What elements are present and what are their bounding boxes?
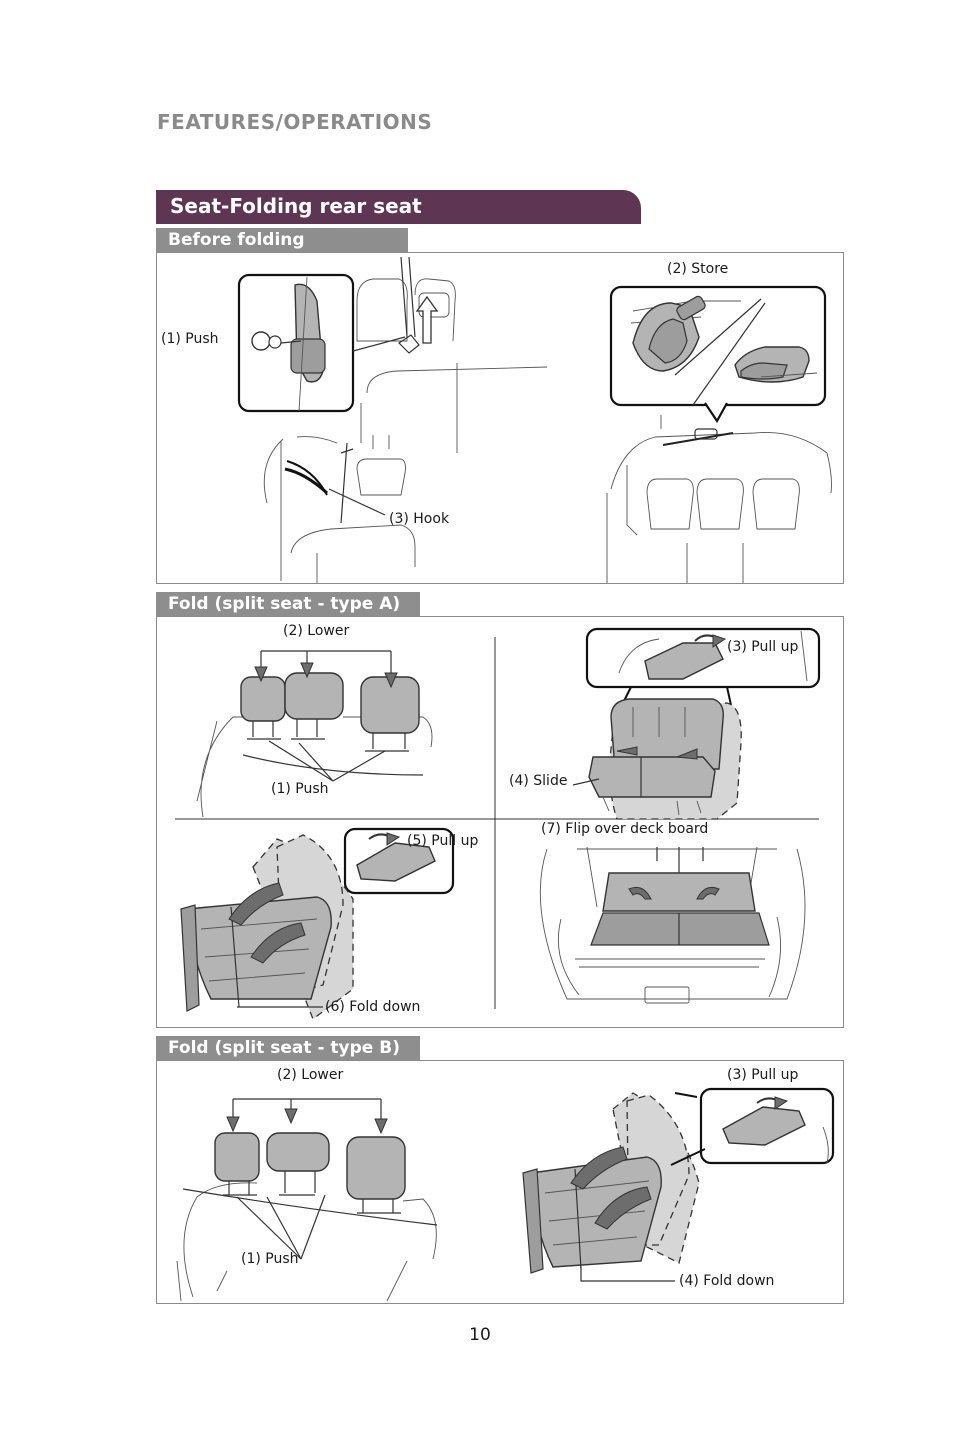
push-label: (1) Push — [161, 331, 219, 347]
type-b-heading: Fold (split seat - type B) — [168, 1038, 400, 1058]
type-a-flip-label: (7) Flip over deck board — [541, 821, 709, 837]
before-folding-heading-banner: Before folding — [156, 228, 408, 254]
type-b-push-label: (1) Push — [241, 1251, 299, 1267]
page-title-banner: Seat-Folding rear seat — [156, 190, 641, 224]
type-a-lower-label: (2) Lower — [283, 623, 350, 639]
type-a-heading: Fold (split seat - type A) — [168, 594, 401, 614]
type-b-lower-label: (2) Lower — [277, 1067, 344, 1083]
type-a-illustration — [175, 627, 821, 1021]
type-b-illustration — [176, 1087, 835, 1302]
type-a-heading-banner: Fold (split seat - type A) — [156, 592, 420, 618]
type-b-pull-up-label: (3) Pull up — [727, 1067, 799, 1083]
type-a-pull-up-5-label: (5) Pull up — [407, 833, 479, 849]
type-a-push-label: (1) Push — [271, 781, 329, 797]
before-folding-panel: (1) Push (2) Store (3) Hook — [156, 252, 844, 584]
type-b-panel: (2) Lower (1) Push (3) Pull up (4) Fold … — [156, 1060, 844, 1304]
type-a-fold-down-label: (6) Fold down — [325, 999, 421, 1015]
hook-label: (3) Hook — [389, 511, 450, 527]
type-a-panel: (2) Lower (1) Push (3) Pull up (4) Slide… — [156, 616, 844, 1028]
before-folding-illustration — [237, 256, 832, 583]
type-a-pull-up-3-label: (3) Pull up — [727, 639, 799, 655]
before-folding-heading: Before folding — [168, 230, 305, 250]
page-number: 10 — [469, 1325, 491, 1345]
type-b-fold-down-label: (4) Fold down — [679, 1273, 775, 1289]
type-a-slide-label: (4) Slide — [509, 773, 568, 789]
page-title: Seat-Folding rear seat — [170, 194, 422, 218]
store-label: (2) Store — [667, 261, 729, 277]
section-header: FEATURES/OPERATIONS — [157, 110, 433, 134]
type-b-heading-banner: Fold (split seat - type B) — [156, 1036, 420, 1062]
